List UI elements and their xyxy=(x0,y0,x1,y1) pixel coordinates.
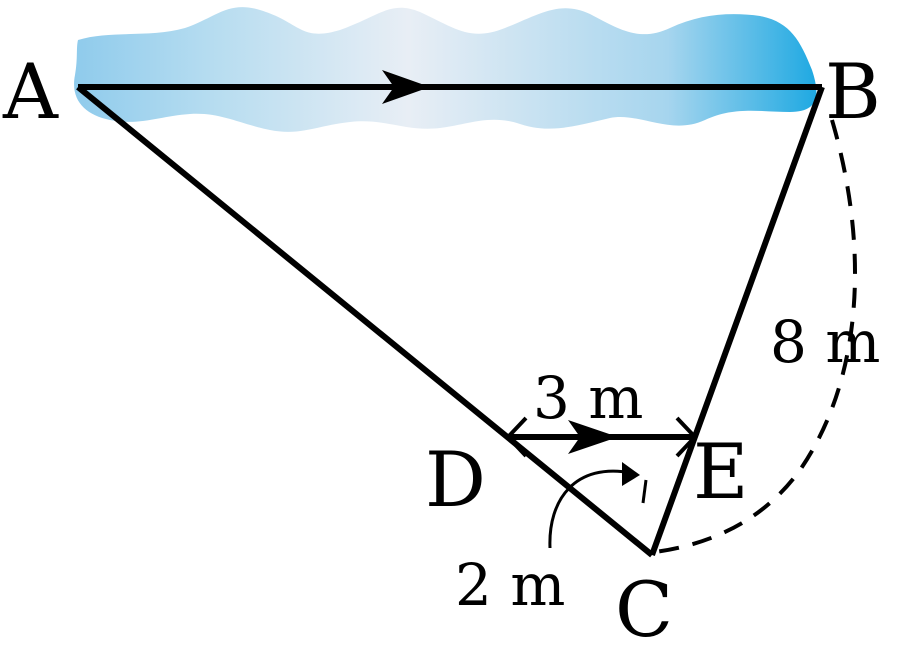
river xyxy=(74,7,817,132)
point-label-a: A xyxy=(2,47,59,136)
segment-ac xyxy=(76,84,654,558)
dim-tick-e xyxy=(675,416,698,458)
arrow-de xyxy=(568,420,618,454)
dashed-arc-bc xyxy=(654,119,858,554)
point-label-c: C xyxy=(615,565,673,654)
segment-bc xyxy=(649,85,825,557)
measurement-de: 3 m xyxy=(533,364,643,432)
pointer-2m xyxy=(548,469,633,549)
pointer-2m-arrowhead xyxy=(622,462,640,486)
pointer-2m-tick xyxy=(641,479,648,504)
point-label-b: B xyxy=(825,47,881,136)
dim-tick-d xyxy=(505,416,528,458)
measurement-dc: 2 m xyxy=(455,551,565,619)
measurement-bc: 8 m xyxy=(770,308,880,376)
point-label-e: E xyxy=(693,427,748,516)
point-label-d: D xyxy=(425,435,486,524)
arrow-ab xyxy=(382,70,430,104)
